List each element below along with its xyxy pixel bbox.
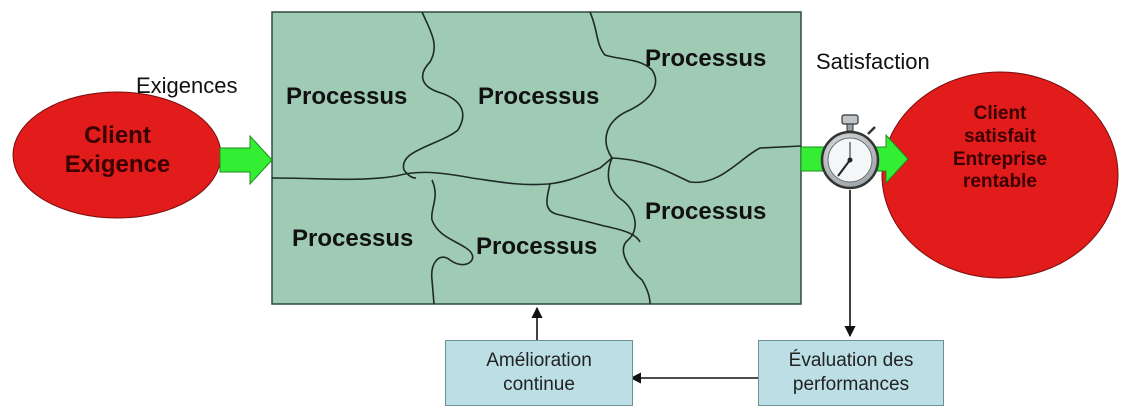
process-label-1: Processus xyxy=(286,83,408,110)
client-output-ellipse xyxy=(881,71,1119,279)
client-input-line1: Client xyxy=(84,122,151,149)
input-arrow xyxy=(219,134,273,186)
client-output-text: Client satisfait Entreprise rentable xyxy=(925,103,1075,194)
requirements-label: Exigences xyxy=(136,73,238,98)
client-input-line2: Exigence xyxy=(64,150,171,178)
process-label-2: Processus xyxy=(478,83,600,110)
improvement-box: Amélioration continue xyxy=(445,340,633,406)
puzzle-lines xyxy=(271,11,802,305)
satisfaction-label: Satisfaction xyxy=(816,49,930,74)
process-label-4: Processus xyxy=(292,225,414,252)
improvement-line2: continue xyxy=(503,374,575,395)
process-label-3: Processus xyxy=(645,45,767,72)
evaluation-box: Évaluation des performances xyxy=(758,340,944,406)
client-input-text: Client Exigence xyxy=(40,122,195,180)
client-output-line3: Entreprise xyxy=(953,148,1047,170)
client-output-line4: rentable xyxy=(963,171,1037,193)
stopwatch-icon xyxy=(820,114,880,190)
process-area xyxy=(271,11,802,305)
improvement-line1: Amélioration xyxy=(486,350,592,372)
client-output-line1: Client xyxy=(973,103,1027,124)
client-output-line2: satisfait xyxy=(964,125,1036,147)
process-label-5: Processus xyxy=(476,233,598,260)
evaluation-line1: Évaluation des xyxy=(788,350,914,372)
evaluation-line2: performances xyxy=(792,374,910,395)
process-label-6: Processus xyxy=(645,198,767,225)
